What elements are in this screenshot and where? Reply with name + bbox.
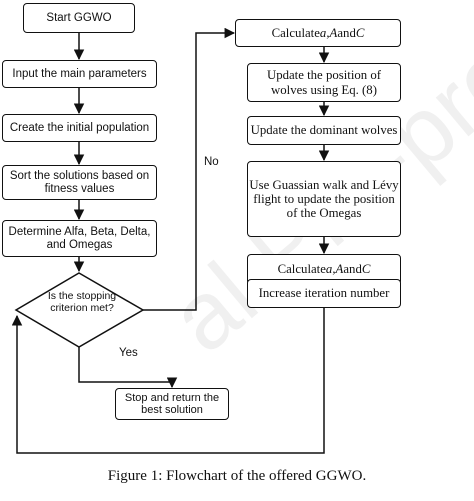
arrow-loop-back — [11, 308, 325, 454]
decision-text: Is the stopping criterion met? — [47, 290, 117, 315]
determine-leaders-box: Determine Alfa, Beta, Delta, and Omegas — [2, 220, 157, 257]
edge-label-yes: Yes — [119, 347, 138, 359]
initial-population-box: Create the initial population — [2, 114, 157, 142]
sort-solutions-box: Sort the solutions based on fitness valu… — [2, 165, 157, 200]
edge-label-no: No — [204, 156, 219, 168]
start-box: Start GGWO — [23, 3, 135, 33]
arrow-yes-branch — [78, 347, 178, 389]
calculate-box-1: Calculate a, A and C — [235, 19, 401, 47]
increase-iteration-box: Increase iteration number — [247, 279, 401, 308]
update-dominant-box: Update the dominant wolves — [247, 116, 401, 145]
stop-box: Stop and return the best solution — [115, 388, 229, 420]
input-parameters-box: Input the main parameters — [2, 60, 157, 88]
gaussian-levy-box: Use Guassian walk and Lévy flight to upd… — [247, 161, 401, 237]
update-position-box: Update the position of wolves using Eq. … — [247, 63, 401, 102]
arrow-no-branch — [143, 27, 236, 311]
figure-caption: Figure 1: Flowchart of the offered GGWO. — [107, 468, 367, 484]
